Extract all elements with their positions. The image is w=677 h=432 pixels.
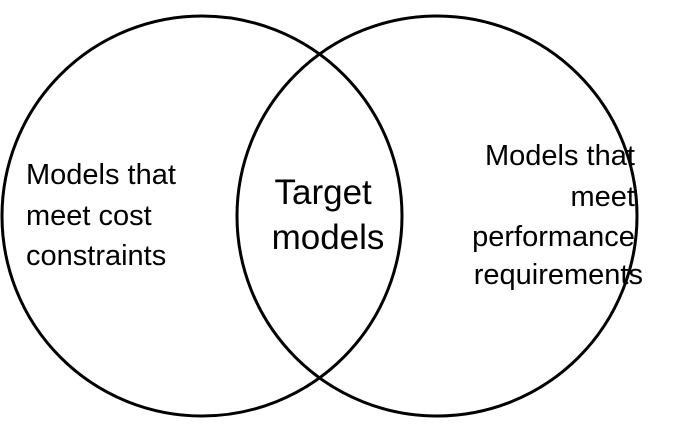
intersection-label: Target models xyxy=(272,173,385,257)
right-set-label-line: performance xyxy=(472,221,635,253)
left-set-label-line: meet cost xyxy=(26,200,152,232)
right-set-label: Models that meet performance requirement… xyxy=(472,140,643,291)
right-set-label-line: Models that xyxy=(485,140,635,172)
right-set-label-line: meet xyxy=(570,181,634,213)
right-set-circle xyxy=(235,14,639,418)
left-set-label-line: constraints xyxy=(26,240,166,272)
intersection-label-line: Target xyxy=(274,173,372,212)
left-set-label: Models that meet cost constraints xyxy=(26,159,184,272)
right-set-label-line: requirements xyxy=(474,259,643,291)
left-set-label-line: Models that xyxy=(26,159,176,191)
left-set-circle xyxy=(0,14,404,418)
intersection-label-line: models xyxy=(272,218,385,257)
